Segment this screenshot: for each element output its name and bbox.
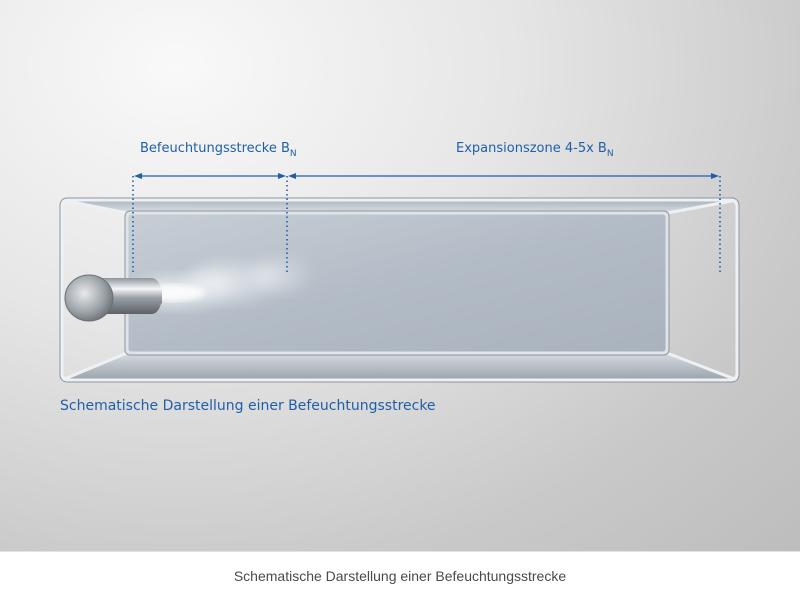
duct-diagram [59, 173, 740, 383]
caption-bar: Schematische Darstellung einer Befeuchtu… [0, 551, 800, 601]
diagram-caption: Schematische Darstellung einer Befeuchtu… [60, 398, 436, 414]
expansion-zone-text: Expansionszone 4-5x B [456, 141, 607, 156]
arrowhead-left [134, 173, 142, 179]
expansion-zone-subscript: N [606, 149, 614, 159]
duct-ceiling [62, 200, 737, 213]
expansion-zone-label: Expansionszone 4-5x BN [456, 141, 614, 159]
humidification-zone-text: Befeuchtungsstrecke B [140, 141, 290, 156]
humidification-zone-subscript: N [289, 149, 297, 159]
humidification-zone-label: Befeuchtungsstrecke BN [140, 141, 297, 159]
arrowhead-mid-left [278, 173, 286, 179]
footer-caption: Schematische Darstellung einer Befeuchtu… [233, 568, 567, 584]
nozzle-pipe-icon [64, 274, 162, 322]
diagram-figure: Befeuchtungsstrecke BN Expansionszone 4-… [0, 0, 800, 551]
arrowhead-right [711, 173, 719, 179]
duct-floor [62, 353, 737, 380]
arrowhead-mid-right [288, 173, 296, 179]
dimension-lines [132, 173, 721, 272]
